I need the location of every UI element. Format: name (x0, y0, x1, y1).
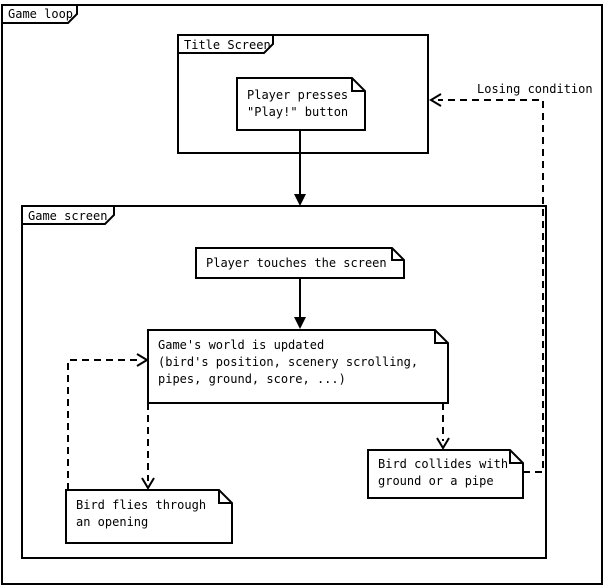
open-arrowhead-icon (136, 353, 149, 367)
losing-condition-label: Losing condition (477, 82, 593, 96)
arrow-title-to-game-screen (294, 130, 306, 206)
note-bird-collides-line-2: ground or a pipe (378, 474, 494, 488)
note-bird-flies-text: Bird flies through an opening (76, 497, 206, 531)
note-fold-icon (391, 248, 404, 261)
game-loop-frame-tab (1, 4, 78, 24)
open-arrowhead-icon (429, 93, 442, 107)
open-arrowhead-icon (436, 437, 450, 450)
note-bird-flies-line-1: Bird flies through (76, 498, 207, 512)
note-play-button-text: Player presses "Play!" button (247, 87, 348, 121)
arrow-world-to-collides (436, 403, 450, 450)
note-world-updated-line-2: (bird's position, scenery scrolling, (158, 355, 419, 369)
note-world-updated-line-1: Game's world is updated (158, 338, 325, 352)
note-bird-collides (367, 449, 524, 499)
note-fold-icon (218, 490, 232, 504)
note-shape (147, 329, 449, 404)
note-world-updated-text: Game's world is updated (bird's position… (158, 337, 418, 388)
note-play-button-line-2: "Play!" button (247, 105, 349, 119)
arrow-losing-condition (429, 93, 544, 473)
note-play-button-line-1: Player presses (247, 88, 349, 102)
title-screen-frame-label: Title Screen (184, 38, 271, 52)
note-fold-icon (509, 450, 523, 464)
note-shape (65, 489, 233, 544)
arrow-touch-to-world (294, 278, 306, 329)
arrow-world-to-flies (141, 403, 155, 490)
note-touch-screen-line-1: Player touches the screen (206, 256, 387, 270)
note-shape (367, 449, 524, 499)
note-bird-flies (65, 489, 233, 544)
note-fold-icon (434, 330, 448, 344)
game-screen-frame-tab (21, 205, 115, 225)
note-world-updated (147, 329, 449, 404)
note-bird-collides-text: Bird collides with ground or a pipe (378, 456, 508, 490)
arrow-line (438, 99, 544, 473)
open-arrowhead-icon (141, 477, 155, 490)
arrowhead-icon (294, 317, 306, 329)
arrow-flies-loop-to-world (67, 353, 149, 490)
arrowhead-icon (294, 194, 306, 206)
note-touch-screen (195, 247, 405, 279)
note-touch-screen-text: Player touches the screen (206, 255, 387, 272)
note-shape (195, 247, 405, 279)
note-bird-collides-line-1: Bird collides with (378, 457, 509, 471)
title-screen-frame-tab (177, 34, 274, 54)
note-bird-flies-line-2: an opening (76, 515, 149, 529)
note-world-updated-line-3: pipes, ground, score, ...) (158, 372, 346, 386)
note-shape (236, 77, 366, 131)
note-play-button (236, 77, 366, 131)
game-screen-frame-label: Game screen (28, 209, 108, 223)
note-fold-icon (351, 78, 365, 92)
game-loop-frame-label: Game loop (8, 7, 74, 21)
